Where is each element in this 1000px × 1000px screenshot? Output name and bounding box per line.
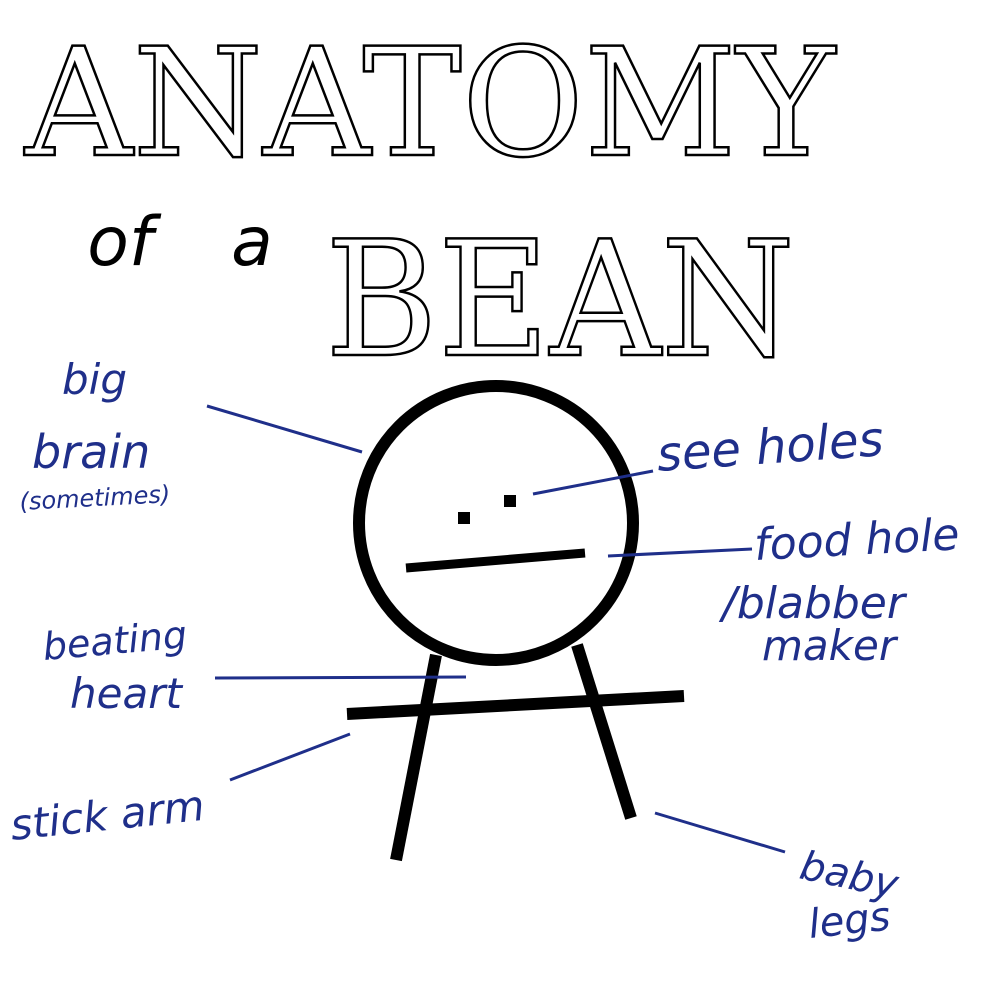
bean-figure — [346, 380, 685, 862]
annotations: big brain (sometimes) see holes food hol… — [8, 355, 961, 948]
right-leg — [571, 643, 637, 820]
title-of: of — [87, 203, 162, 282]
title-anatomy: ANATOMY — [24, 17, 837, 191]
arm-pointer — [229, 732, 351, 782]
mouth-pointer — [607, 547, 753, 558]
label-heart: heart — [70, 669, 183, 718]
left-eye — [458, 512, 470, 524]
label-brain: brain — [32, 425, 150, 479]
title-bean: BEAN — [325, 206, 795, 393]
left-leg — [390, 653, 442, 862]
label-blabber: /blabber — [718, 578, 908, 629]
eyes-pointer — [532, 469, 654, 496]
head — [353, 380, 639, 666]
label-maker: maker — [762, 621, 899, 670]
heart-pointer — [214, 675, 467, 680]
label-food-hole: food hole — [753, 509, 961, 571]
label-big: big — [62, 355, 127, 404]
mouth — [405, 548, 586, 573]
leg-pointer — [654, 811, 786, 854]
title-a: a — [231, 203, 273, 282]
right-eye — [504, 495, 516, 507]
pointer-lines — [206, 404, 786, 854]
brain-pointer — [206, 404, 363, 454]
arm-line — [346, 690, 685, 720]
label-legs: legs — [806, 894, 892, 948]
